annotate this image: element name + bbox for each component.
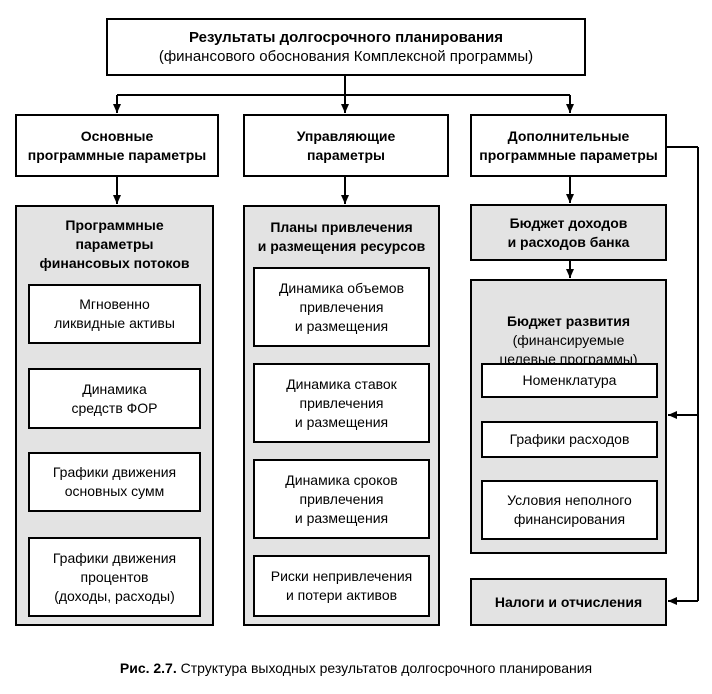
figure-caption-text: Структура выходных результатов долгосроч… (176, 660, 593, 676)
figure-caption: Рис. 2.7. Структура выходных результатов… (0, 659, 712, 677)
item-term-dynamics: Динамика сроков привлечения и размещения (253, 459, 430, 539)
taxes-box: Налоги и отчисления (470, 578, 667, 626)
item-interest-schedules: Графики движения процентов (доходы, расх… (28, 537, 201, 617)
item-partial-funding: Условия неполного финансирования (481, 480, 658, 540)
panel-financial-flows: Программные параметры финансовых потоков… (15, 205, 214, 626)
panel-financial-flows-title: Программные параметры финансовых потоков (39, 217, 190, 271)
item-risks: Риски непривлечения и потери активов (253, 555, 430, 617)
panel-resources-title: Планы привлечения и размещения ресурсов (257, 219, 426, 254)
development-budget-label: Бюджет развития (506, 313, 631, 329)
header-main-params: Основные программные параметры (15, 114, 219, 177)
item-volume-dynamics: Динамика объемов привлечения и размещени… (253, 267, 430, 347)
item-rate-dynamics: Динамика ставок привлечения и размещения (253, 363, 430, 443)
header-control-params: Управляющие параметры (243, 114, 449, 177)
item-principal-schedules: Графики движения основных сумм (28, 452, 201, 512)
item-expense-schedules: Графики расходов (481, 421, 658, 458)
item-liquid-assets: Мгновенно ликвидные активы (28, 284, 201, 344)
panel-development-budget: Бюджет развития (финансируемые целевые п… (470, 279, 667, 554)
item-for-dynamics: Динамика средств ФОР (28, 368, 201, 429)
item-nomenclature: Номенклатура (481, 363, 658, 398)
panel-resources: Планы привлечения и размещения ресурсов … (243, 205, 440, 626)
bank-budget-box: Бюджет доходов и расходов банка (470, 204, 667, 261)
figure-caption-label: Рис. 2.7. (119, 660, 177, 676)
header-additional-params: Дополнительные программные параметры (470, 114, 667, 177)
results-subtitle: (финансового обоснования Комплексной про… (158, 48, 534, 65)
results-box: Результаты долгосрочного планирования (ф… (106, 18, 586, 76)
results-title: Результаты долгосрочного планирования (188, 29, 504, 46)
